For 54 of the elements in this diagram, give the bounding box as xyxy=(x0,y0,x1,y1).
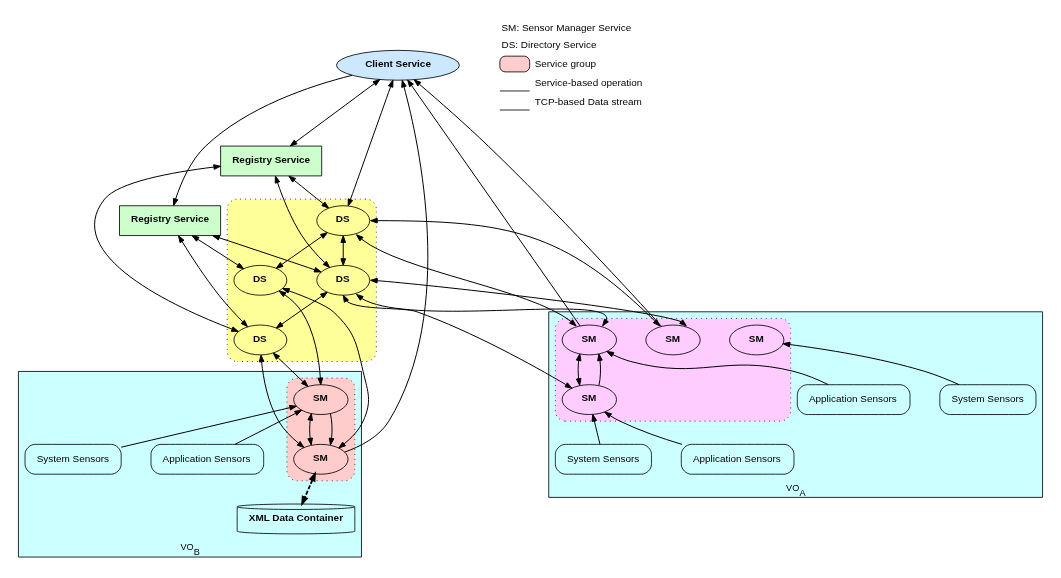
legend-label: Service group xyxy=(534,57,596,69)
node-ellipse: Client Service xyxy=(336,49,460,81)
arrow xyxy=(191,235,245,270)
arrow xyxy=(370,217,661,327)
arrow xyxy=(340,235,347,266)
arrow xyxy=(120,404,297,448)
arrow xyxy=(370,277,687,327)
legend-label: Service-based operation xyxy=(534,76,643,88)
arrow xyxy=(413,79,662,327)
arrow xyxy=(356,293,609,327)
legend-label: TCP-based Data stream xyxy=(534,95,642,107)
arrow xyxy=(278,290,324,386)
arrow xyxy=(172,74,353,206)
node-box: System Sensors xyxy=(554,443,652,475)
arrow xyxy=(178,235,248,328)
node-box: Registry Service xyxy=(220,145,323,177)
label: DS: Directory Service xyxy=(501,39,597,51)
node-ellipse: DS xyxy=(233,324,288,356)
node-box: System Sensors xyxy=(939,384,1037,415)
arrow xyxy=(597,353,603,386)
label: SM: Sensor Manager Service xyxy=(501,21,632,33)
node-box: System Sensors xyxy=(24,443,122,475)
arrow xyxy=(212,235,322,273)
node-box: Application Sensors xyxy=(680,443,795,475)
node-ellipse: DS xyxy=(316,264,371,296)
arrow xyxy=(328,413,335,446)
node-box: Application Sensors xyxy=(796,384,911,415)
node-ellipse: SM xyxy=(645,324,701,356)
arrow xyxy=(272,352,309,387)
arrow xyxy=(575,353,582,386)
node-box: Registry Service xyxy=(119,205,221,236)
arrow xyxy=(342,294,573,389)
arrow xyxy=(606,351,829,386)
arrow xyxy=(347,79,394,207)
arrow xyxy=(275,291,328,329)
node-ellipse: SM xyxy=(729,324,785,356)
arrow xyxy=(288,175,330,209)
arrow xyxy=(282,288,370,449)
arrow xyxy=(94,164,239,332)
arrow xyxy=(782,341,960,386)
arrow xyxy=(307,413,313,446)
arrow xyxy=(301,471,317,507)
node-box: Application Sensors xyxy=(150,443,265,475)
arrow xyxy=(258,354,305,448)
arrow xyxy=(604,411,683,445)
node-ellipse: DS xyxy=(316,205,371,236)
arrow xyxy=(275,232,328,269)
arrow xyxy=(407,79,581,327)
arrow xyxy=(234,409,303,445)
arrow xyxy=(356,234,577,327)
arrow xyxy=(344,79,429,453)
arrow xyxy=(274,175,331,268)
arrow xyxy=(591,414,601,445)
arrow xyxy=(289,79,381,147)
